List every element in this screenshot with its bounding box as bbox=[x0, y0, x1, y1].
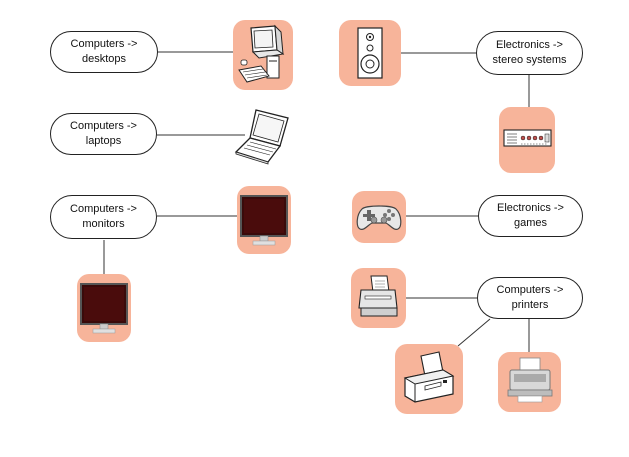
node-computers-monitors[interactable]: Computers -> monitors bbox=[50, 195, 157, 239]
node-computers-laptops[interactable]: Computers -> laptops bbox=[50, 113, 157, 155]
node-electronics-games[interactable]: Electronics -> games bbox=[478, 195, 583, 237]
laptop-icon bbox=[232, 104, 294, 166]
game-controller-icon bbox=[352, 191, 406, 243]
fax-printer-icon bbox=[351, 268, 406, 328]
desktop-computer-icon bbox=[233, 20, 293, 90]
node-computers-desktops[interactable]: Computers -> desktops bbox=[50, 31, 158, 73]
speaker-icon bbox=[339, 20, 401, 86]
monitor-icon bbox=[237, 186, 291, 254]
laser-printer-icon bbox=[395, 344, 463, 414]
monitor-icon bbox=[77, 274, 131, 342]
inkjet-printer-icon bbox=[498, 352, 561, 412]
link-printers-laser bbox=[457, 318, 491, 347]
node-computers-printers[interactable]: Computers -> printers bbox=[477, 277, 583, 319]
node-electronics-stereo-systems[interactable]: Electronics -> stereo systems bbox=[476, 31, 583, 75]
stereo-receiver-icon bbox=[499, 107, 555, 173]
